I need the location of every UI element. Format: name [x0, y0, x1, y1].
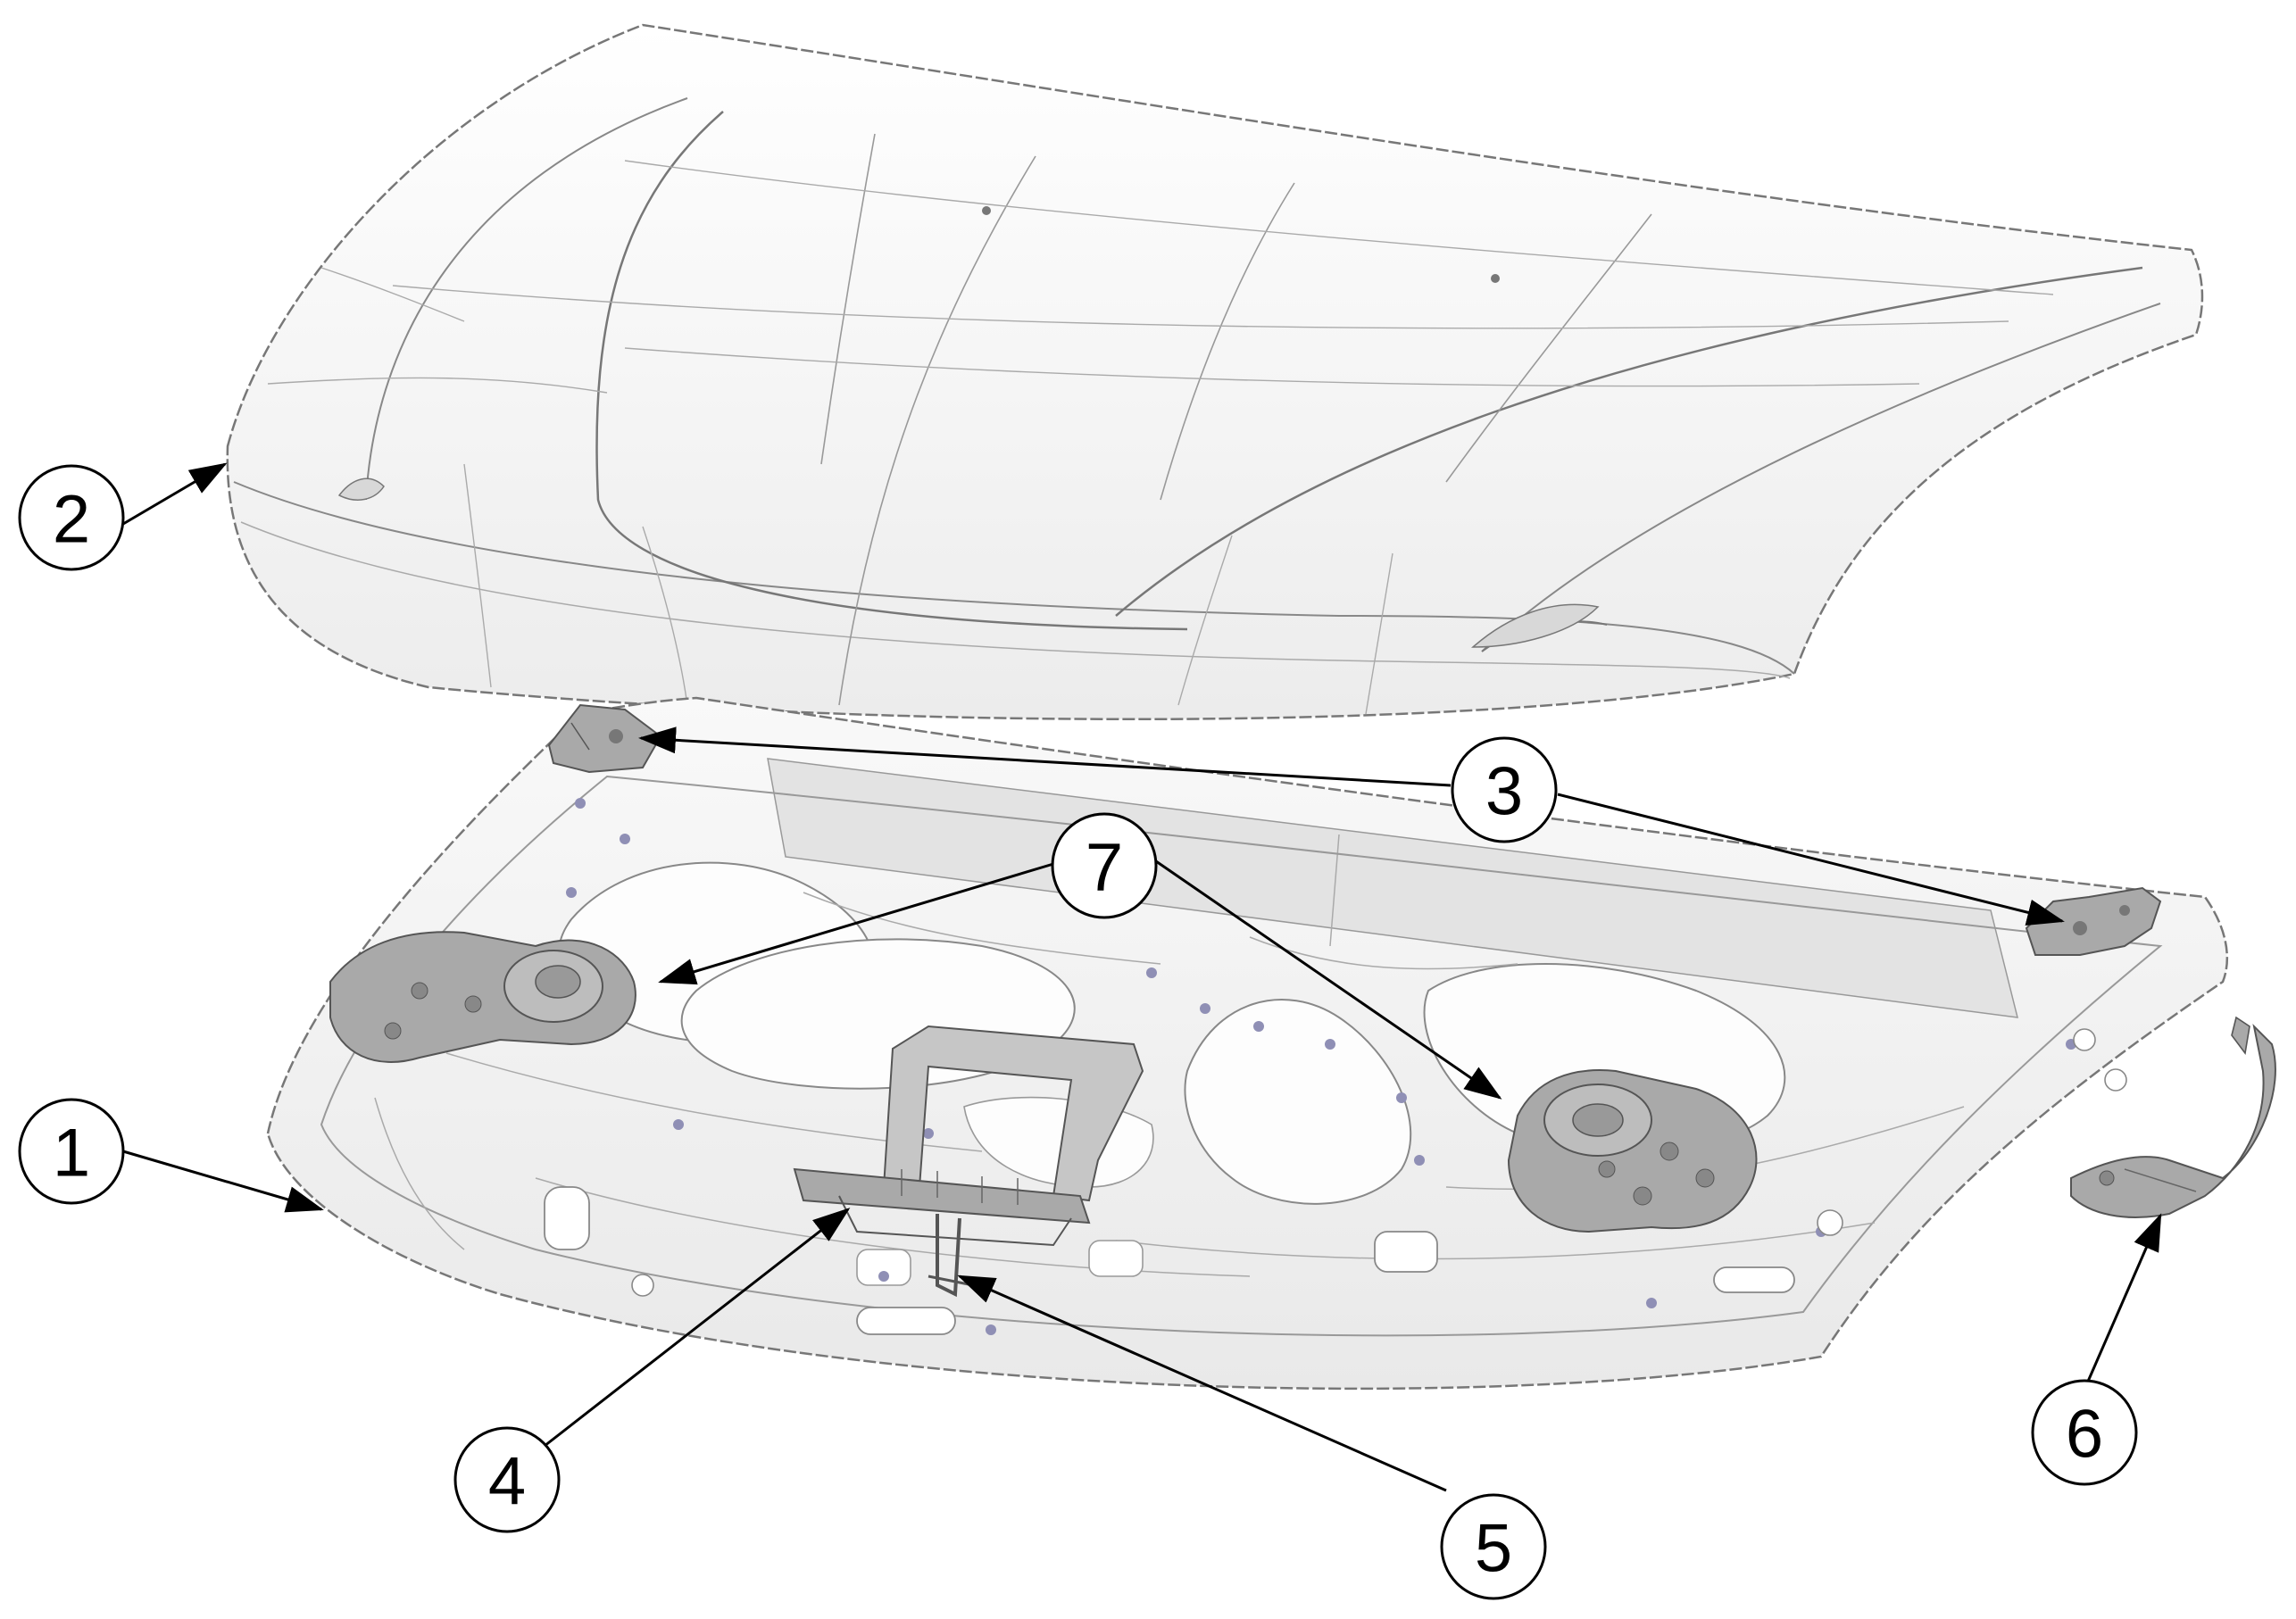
callout-label-5: 5 [1475, 1511, 1512, 1587]
callout-label-1: 1 [53, 1116, 90, 1191]
leader-6 [2085, 1213, 2162, 1384]
callout-4: 4 [453, 1426, 561, 1533]
callout-2: 2 [18, 464, 125, 571]
callout-7: 7 [1051, 812, 1158, 919]
leader-1 [122, 1150, 324, 1213]
leader-3a [638, 726, 1452, 787]
front-corner-reinforcement [2070, 1016, 2276, 1218]
callout-1: 1 [18, 1098, 125, 1205]
leader-7b [1155, 859, 1502, 1100]
leader-2 [122, 462, 228, 526]
leader-4 [544, 1208, 851, 1448]
outer-hood-panel [226, 23, 2204, 721]
callout-label-6: 6 [2066, 1397, 2103, 1473]
leader-7a [658, 862, 1054, 985]
callout-3: 3 [1451, 736, 1558, 843]
callout-label-2: 2 [53, 482, 90, 558]
leader-5 [957, 1274, 1447, 1492]
bumper-bracket-left [329, 931, 636, 1063]
outer-panel-body [226, 23, 2204, 721]
hinge-reinforcement-left [547, 703, 662, 774]
callout-5: 5 [1440, 1493, 1547, 1600]
leader-lines [122, 462, 2162, 1492]
callouts: 2 1 3 7 4 5 6 [18, 464, 2138, 1600]
leader-3b [1557, 793, 2065, 926]
callout-label-3: 3 [1485, 754, 1523, 830]
callout-6: 6 [2031, 1379, 2138, 1486]
bumper-bracket-right [1507, 1069, 1758, 1233]
callout-label-4: 4 [488, 1444, 526, 1520]
latch-reinforcement [793, 1025, 1144, 1247]
callout-label-7: 7 [1086, 830, 1123, 906]
